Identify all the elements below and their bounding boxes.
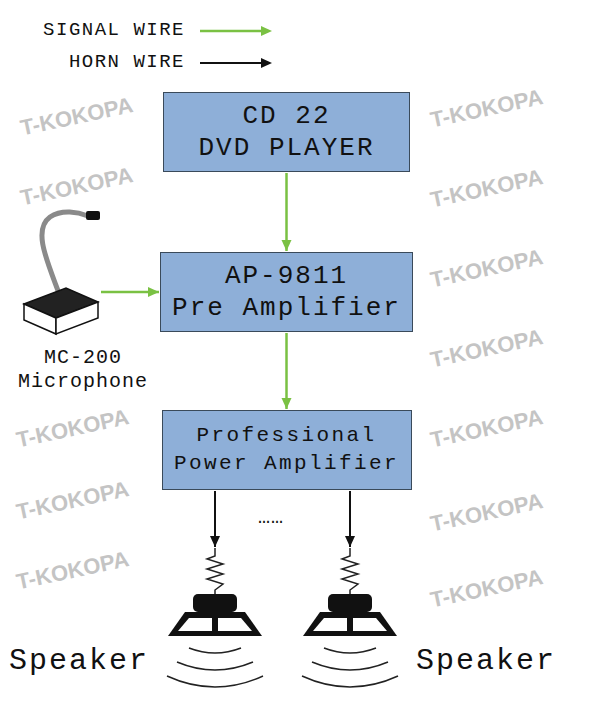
device-name: CD 22 (242, 100, 330, 132)
legend-horn-head (261, 58, 272, 68)
device-box: AP-9811Pre Amplifier (160, 252, 413, 332)
speaker-label: Speaker (9, 644, 149, 678)
watermark: T-KOKOPA (428, 164, 545, 213)
watermark: T-KOKOPA (428, 404, 545, 453)
device-name: Pre Amplifier (172, 292, 401, 324)
legend-signal-line (200, 30, 262, 33)
speaker-label: Speaker (416, 644, 556, 678)
watermark: T-KOKOPA (428, 324, 545, 373)
device-name: Professional (196, 422, 376, 450)
microphone-illustration (20, 208, 100, 338)
speaker: Speaker (300, 548, 400, 700)
signal-wire (285, 333, 288, 409)
speaker-illustration (300, 548, 400, 700)
device-name: AP-9811 (225, 260, 348, 292)
device-name: DVD PLAYER (198, 132, 374, 164)
watermark: T-KOKOPA (14, 476, 131, 525)
horn-wire (214, 491, 216, 547)
watermark: T-KOKOPA (428, 564, 545, 613)
watermark: T-KOKOPA (428, 244, 545, 293)
signal-wire (101, 291, 159, 294)
legend-text: SIGNAL WIRE (43, 19, 185, 41)
legend-arrows (0, 0, 590, 90)
watermark: T-KOKOPA (18, 92, 135, 141)
watermark: T-KOKOPA (14, 404, 131, 453)
device-box: ProfessionalPower Amplifier (162, 410, 412, 490)
watermark: T-KOKOPA (14, 546, 131, 595)
device-box: CD 22DVD PLAYER (163, 92, 410, 172)
watermark: T-KOKOPA (428, 84, 545, 133)
speaker-illustration (165, 548, 265, 700)
signal-wire (285, 173, 288, 251)
legend-signal-head (261, 26, 272, 36)
speaker: Speaker (165, 548, 265, 700)
device-name: Power Amplifier (174, 450, 399, 478)
watermark: T-KOKOPA (18, 162, 135, 211)
horn-wire (349, 491, 351, 547)
legend-horn-line (200, 62, 262, 64)
watermark: T-KOKOPA (428, 488, 545, 537)
microphone: MC-200 Microphone (20, 208, 100, 338)
legend-text: HORN WIRE (69, 51, 185, 73)
microphone-label: MC-200 Microphone (8, 346, 158, 394)
ellipsis-label: …… (258, 506, 284, 529)
